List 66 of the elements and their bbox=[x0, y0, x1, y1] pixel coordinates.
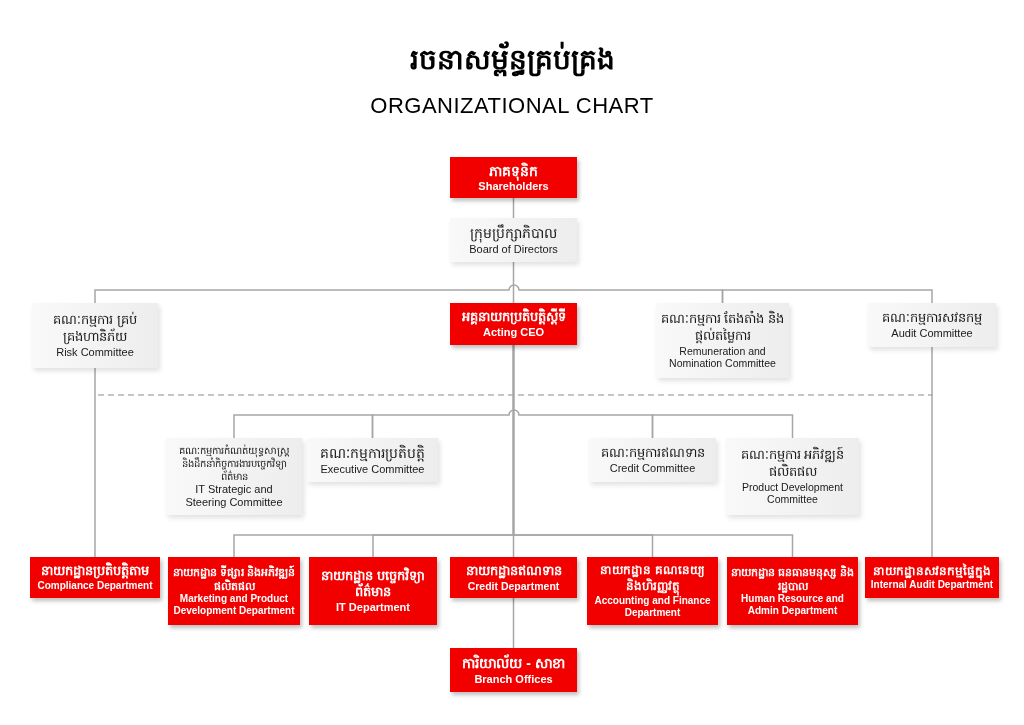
english-label: Credit Department bbox=[467, 579, 560, 593]
khmer-label: នាយកដ្ឋាន គណនេយ្យ និងហិរញ្ញវត្ថុ bbox=[591, 563, 714, 595]
department-box bbox=[309, 557, 437, 625]
connector-line bbox=[512, 261, 515, 304]
khmer-label: ក្រុមប្រឹក្សាភិបាល bbox=[470, 224, 557, 243]
connector-line bbox=[512, 344, 794, 558]
department-box bbox=[450, 303, 577, 345]
connector-line bbox=[651, 414, 794, 439]
english-label: Branch Offices bbox=[474, 672, 553, 686]
connector-line bbox=[94, 367, 96, 558]
khmer-label: អគ្គនាយកប្រតិបត្តិស្តីទី bbox=[461, 308, 566, 326]
committee-box bbox=[656, 303, 789, 378]
committee-box bbox=[32, 303, 158, 368]
english-label: Credit Committee bbox=[609, 461, 696, 476]
connector-line bbox=[512, 597, 515, 649]
khmer-label: គណៈកម្មការប្រតិបត្តិ bbox=[320, 444, 425, 463]
english-label: Board of Directors bbox=[469, 242, 558, 256]
english-label: Internal Audit Department bbox=[870, 579, 994, 592]
khmer-label: គណៈកម្មការឥណទាន bbox=[600, 444, 705, 462]
department-box bbox=[727, 557, 858, 625]
committee-box bbox=[589, 438, 716, 482]
committee-box bbox=[450, 218, 577, 262]
khmer-label: គណៈកម្មការ គ្រប់គ្រងហានិភ័យ bbox=[52, 312, 138, 346]
english-label: Accounting and Finance Department bbox=[593, 594, 712, 619]
english-label: IT Department bbox=[336, 601, 410, 615]
khmer-label: នាយកដ្ឋាន ធនធានមនុស្ស និងរដ្ឋបាល bbox=[731, 564, 854, 594]
khmer-label: នាយកដ្ឋានប្រតិបត្តិតាម bbox=[41, 563, 149, 580]
chart-subtitle: ORGANIZATIONAL CHART bbox=[369, 92, 655, 120]
department-box bbox=[450, 648, 577, 692]
english-label: Shareholders bbox=[478, 180, 549, 194]
khmer-label: នាយកដ្ឋានឥណទាន bbox=[465, 562, 562, 580]
chart-title: រចនាសម្ព័ន្ធគ្រប់គ្រង bbox=[312, 42, 712, 79]
english-label: Product Development Committee bbox=[741, 480, 844, 506]
committee-box bbox=[166, 438, 302, 515]
committee-box bbox=[868, 303, 996, 347]
department-box bbox=[865, 557, 999, 598]
department-box bbox=[587, 557, 718, 625]
department-box bbox=[168, 557, 300, 625]
english-label: Marketing and Product Development Department bbox=[172, 593, 296, 618]
khmer-label: គណៈកម្មការ អភិវឌ្ឍន៍ផលិតផល bbox=[739, 447, 846, 481]
english-label: Acting CEO bbox=[482, 325, 545, 340]
department-box bbox=[30, 557, 160, 598]
department-box bbox=[450, 557, 577, 598]
english-label: Remuneration and Nomination Committee bbox=[668, 344, 777, 370]
english-label: Risk Committee bbox=[56, 345, 134, 359]
khmer-label: គណៈកម្មការកំណត់យុទ្ធសាស្ត្រ និងដឹកនាំកិច្ចការងារបច្ចេកវិទ្យាព័ត៌មាន bbox=[177, 443, 291, 483]
english-label: Human Resource and Admin Department bbox=[740, 593, 845, 618]
english-label: Executive Committee bbox=[320, 462, 425, 476]
committee-box bbox=[307, 438, 438, 482]
english-label: Audit Committee bbox=[891, 326, 973, 341]
connector-line bbox=[721, 289, 933, 304]
khmer-label: គណៈកម្មការ តែងតាំង និងផ្តល់តម្លៃការ bbox=[660, 311, 785, 345]
english-label: Compliance Department bbox=[37, 579, 153, 592]
khmer-label: នាយកដ្ឋានសវនកម្មផ្ទៃក្នុង bbox=[873, 563, 991, 580]
khmer-label: ការិយាល័យ - សាខា bbox=[462, 654, 565, 673]
connector-line bbox=[512, 197, 515, 219]
department-box bbox=[450, 157, 577, 198]
khmer-label: នាយកដ្ឋាន ទីផ្សារ និងអភិវឌ្ឍន៍ផលិតផល bbox=[172, 564, 296, 594]
connector-line bbox=[371, 409, 654, 439]
english-label: IT Strategic and Steering Committee bbox=[184, 482, 284, 510]
khmer-label: ភាគទុនិក bbox=[489, 161, 538, 180]
connector-line bbox=[233, 414, 374, 439]
committee-box bbox=[726, 438, 859, 515]
connector-line bbox=[931, 346, 933, 558]
khmer-label: នាយកដ្ឋាន បច្ចេកវិទ្យាព័ត៌មាន bbox=[320, 567, 426, 602]
khmer-label: គណៈកម្មការសវនកម្ម bbox=[882, 309, 982, 327]
